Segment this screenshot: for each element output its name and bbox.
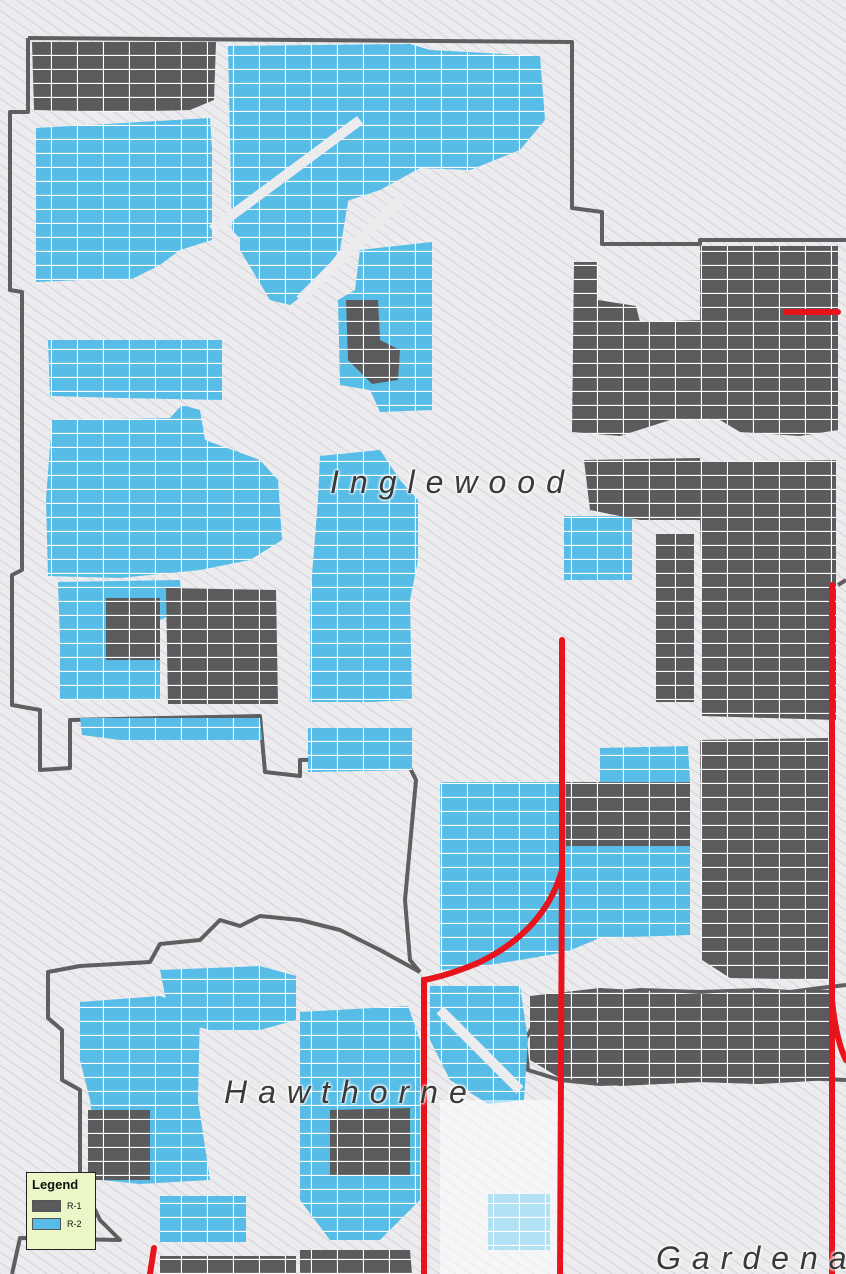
r1-north-east: [572, 246, 838, 436]
white-strip: [440, 1100, 560, 1274]
city-boundaries: [8, 36, 846, 1274]
red-boundary-lines: [147, 309, 846, 1274]
r1-hawthorne: [88, 1110, 150, 1180]
r1-south-west-grid: [166, 588, 278, 704]
r1-bottom-mid: [300, 1250, 412, 1274]
red-line-2: [421, 867, 565, 1274]
r1-north-west: [32, 42, 216, 112]
gardena-label: Gardena: [656, 1240, 846, 1274]
streets: [209, 115, 524, 1094]
r1-gardena: [530, 988, 830, 1086]
r2-se-strip: [600, 746, 690, 782]
inglewood-boundary: [8, 36, 846, 974]
r2-east-square: [564, 516, 632, 580]
r1-zones: [32, 42, 838, 1274]
legend-title: Legend: [32, 1177, 79, 1192]
r1-north-blob: [346, 300, 400, 384]
r2-hawthorne-b: [160, 966, 296, 1030]
r2-mid-west: [48, 340, 222, 400]
legend-swatch-r2: [32, 1218, 61, 1230]
r2-central-south: [308, 728, 412, 772]
r2-north-west: [36, 118, 212, 282]
legend-label-r2: R-2: [67, 1219, 82, 1229]
r2-south-west-b: [80, 718, 262, 740]
r2-se-large: [440, 782, 690, 970]
hawthorne-label: Hawthorne: [224, 1074, 478, 1110]
inglewood-label: Inglewood: [330, 464, 575, 500]
red-line-1: [557, 637, 565, 1274]
legend-swatch-r1: [32, 1200, 61, 1212]
r1-se-dark: [566, 782, 690, 846]
red-line-4: [829, 997, 846, 1063]
r1-east-col: [656, 534, 694, 702]
legend-item-r2: R-2: [32, 1218, 95, 1230]
r2-central-west: [46, 405, 282, 578]
r1-east-southeast: [700, 738, 828, 980]
map-legend: Legend R-1 R-2: [26, 1172, 96, 1250]
r1-bottom-left: [160, 1256, 296, 1274]
r1-south-west-small: [106, 598, 160, 660]
r2-hawthorne-d: [160, 1196, 246, 1242]
legend-label-r1: R-1: [67, 1201, 82, 1211]
r2-central-east: [310, 450, 418, 702]
r1-hawthorne-mid: [330, 1108, 410, 1176]
r1-east-center: [584, 458, 836, 720]
legend-item-r1: R-1: [32, 1200, 95, 1212]
red-line-6: [147, 1245, 157, 1274]
